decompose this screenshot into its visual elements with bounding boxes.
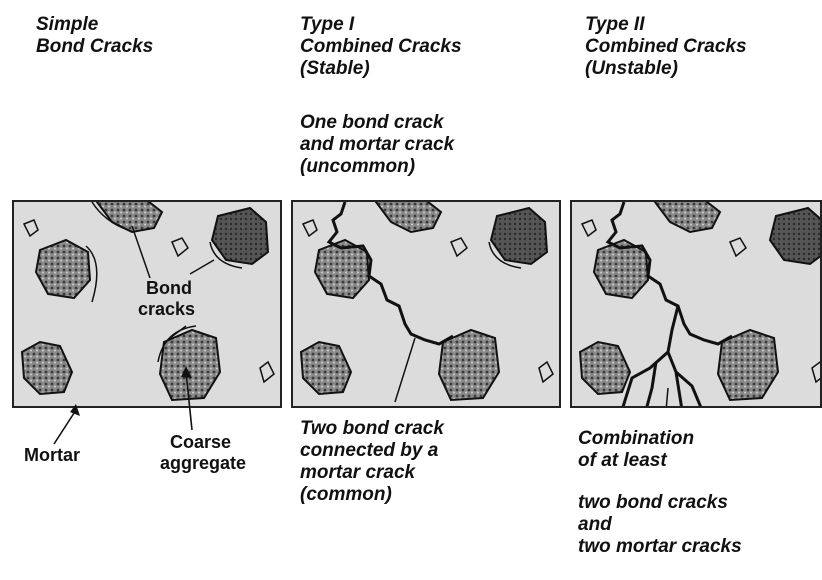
pebble-right bbox=[539, 362, 553, 382]
leader-combination bbox=[664, 388, 668, 408]
panel-simple-bond-cracks: Bond cracks bbox=[12, 200, 282, 408]
annotation-combination: Combination of at least two bond cracks … bbox=[578, 428, 742, 558]
one-bond-line1: One bond crack bbox=[300, 112, 454, 134]
heading-type2-line1: Type II bbox=[585, 14, 747, 36]
label-coarse-aggregate: Coarse aggregate bbox=[160, 432, 246, 474]
aggregate-top bbox=[652, 202, 720, 232]
leader-bond-right bbox=[190, 260, 214, 274]
coarse-line1: Coarse bbox=[160, 432, 246, 453]
two-bond-line4: (common) bbox=[300, 484, 444, 506]
panel-type2-drawing bbox=[572, 202, 822, 408]
pebble-right bbox=[260, 362, 274, 382]
leader-common-crack bbox=[395, 338, 415, 402]
aggregate-top-right bbox=[491, 208, 547, 264]
pebble-right bbox=[812, 362, 822, 382]
aggregate-top-right bbox=[770, 208, 822, 264]
combination-line2: of at least bbox=[578, 450, 742, 472]
crack-branch-1 bbox=[668, 306, 682, 408]
combination-line1: Combination bbox=[578, 428, 742, 450]
pebble-center bbox=[172, 238, 188, 256]
bond-cracks-line1: Bond bbox=[138, 278, 195, 299]
coarse-line2: aggregate bbox=[160, 453, 246, 474]
aggregate-bottom-left bbox=[22, 342, 72, 394]
heading-simple-bond-cracks: Simple Bond Cracks bbox=[36, 14, 153, 58]
aggregate-left bbox=[36, 240, 90, 298]
crack-branch-2 bbox=[622, 352, 668, 408]
heading-type1-line3: (Stable) bbox=[300, 58, 462, 80]
annotation-two-bond-crack: Two bond crack connected by a mortar cra… bbox=[300, 418, 444, 506]
heading-type1-line1: Type I bbox=[300, 14, 462, 36]
arrow-mortar bbox=[46, 400, 86, 450]
aggregate-top-right bbox=[212, 208, 268, 264]
arrow-coarse bbox=[178, 364, 208, 434]
heading-type2-line2: Combined Cracks bbox=[585, 36, 747, 58]
leader-bond-top bbox=[132, 226, 150, 278]
combination-line3 bbox=[578, 472, 742, 492]
combination-line5: and bbox=[578, 514, 742, 536]
two-bond-line2: connected by a bbox=[300, 440, 444, 462]
pebble-center bbox=[451, 238, 467, 256]
panel-type-i bbox=[291, 200, 561, 408]
aggregate-bottom-left bbox=[301, 342, 351, 394]
combination-line4: two bond cracks bbox=[578, 492, 742, 514]
pebble-center bbox=[730, 238, 746, 256]
label-bond-cracks: Bond cracks bbox=[138, 278, 195, 320]
bond-cracks-line2: cracks bbox=[138, 299, 195, 320]
pebble-left-top bbox=[582, 220, 596, 236]
pebble-left-top bbox=[303, 220, 317, 236]
combination-line6: two mortar cracks bbox=[578, 536, 742, 558]
one-bond-line3: (uncommon) bbox=[300, 156, 454, 178]
two-bond-line1: Two bond crack bbox=[300, 418, 444, 440]
heading-simple-line2: Bond Cracks bbox=[36, 36, 153, 58]
heading-simple-line1: Simple bbox=[36, 14, 153, 36]
heading-type-ii: Type II Combined Cracks (Unstable) bbox=[585, 14, 747, 80]
aggregate-bottom-left bbox=[580, 342, 630, 394]
pebble-left-top bbox=[24, 220, 38, 236]
one-bond-line2: and mortar crack bbox=[300, 134, 454, 156]
panel-type1-drawing bbox=[293, 202, 561, 408]
heading-type2-line3: (Unstable) bbox=[585, 58, 747, 80]
heading-type1-line2: Combined Cracks bbox=[300, 36, 462, 58]
aggregate-top bbox=[373, 202, 441, 232]
two-bond-line3: mortar crack bbox=[300, 462, 444, 484]
heading-type-i: Type I Combined Cracks (Stable) bbox=[300, 14, 462, 80]
panel-type-ii bbox=[570, 200, 822, 408]
annotation-one-bond-crack: One bond crack and mortar crack (uncommo… bbox=[300, 112, 454, 178]
